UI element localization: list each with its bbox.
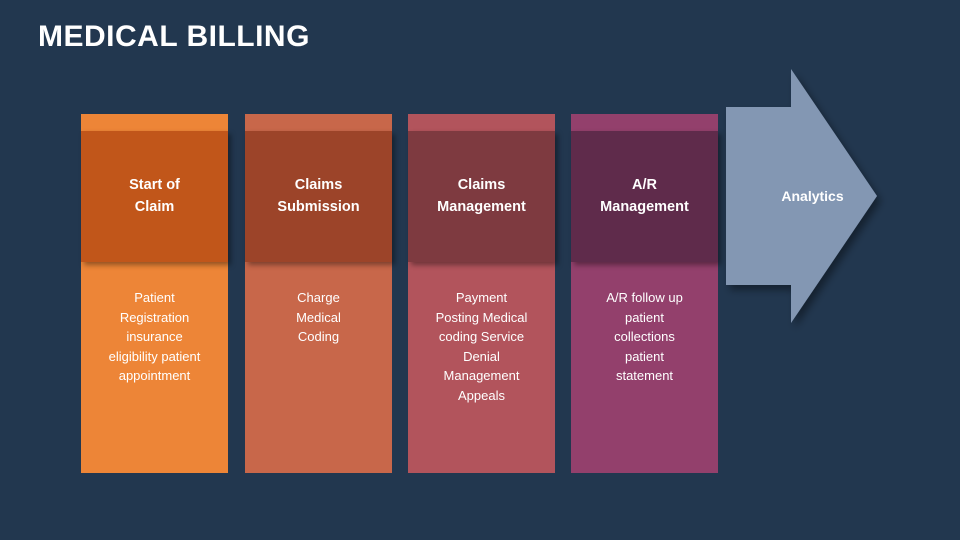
process-column-claims-management[interactable]: Claims Management Payment Posting Medica…: [408, 114, 555, 473]
analytics-arrow[interactable]: Analytics: [726, 62, 892, 330]
column-body: Charge Medical Coding: [245, 262, 392, 473]
column-header: Claims Submission: [245, 131, 392, 262]
process-columns: Start of Claim Patient Registration insu…: [81, 114, 718, 473]
process-column-start-of-claim[interactable]: Start of Claim Patient Registration insu…: [81, 114, 228, 473]
process-column-claims-submission[interactable]: Claims Submission Charge Medical Coding: [245, 114, 392, 473]
column-accent-strip: [571, 114, 718, 131]
column-header: A/R Management: [571, 131, 718, 262]
page-title: MEDICAL BILLING: [38, 20, 310, 53]
column-header: Start of Claim: [81, 131, 228, 262]
column-accent-strip: [81, 114, 228, 131]
column-body: Payment Posting Medical coding Service D…: [408, 262, 555, 473]
process-column-ar-management[interactable]: A/R Management A/R follow up patient col…: [571, 114, 718, 473]
column-accent-strip: [245, 114, 392, 131]
column-body: A/R follow up patient collections patien…: [571, 262, 718, 473]
right-arrow-icon: [726, 69, 877, 323]
column-accent-strip: [408, 114, 555, 131]
column-header: Claims Management: [408, 131, 555, 262]
column-body: Patient Registration insurance eligibili…: [81, 262, 228, 473]
